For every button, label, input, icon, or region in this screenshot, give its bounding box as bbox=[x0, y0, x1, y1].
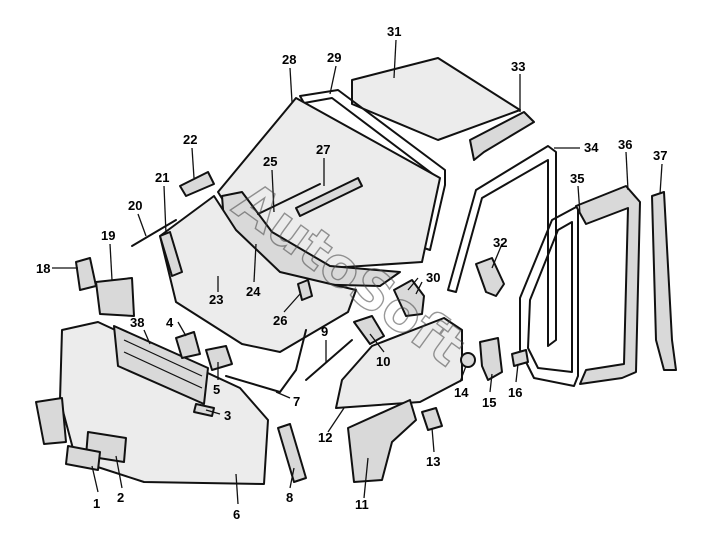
windshield-seal bbox=[299, 89, 446, 251]
fog-lamp-bracket bbox=[35, 397, 67, 445]
callout-8: 8 bbox=[286, 490, 293, 505]
hood bbox=[159, 195, 357, 353]
callout-labels: 1 2 3 4 5 6 7 8 9 10 11 12 13 14 15 16 1… bbox=[36, 24, 667, 522]
callout-5: 5 bbox=[213, 382, 220, 397]
washer-nozzle-bracket bbox=[179, 171, 215, 197]
callout-27: 27 bbox=[316, 142, 330, 157]
radiator-grille bbox=[113, 325, 209, 405]
callout-23: 23 bbox=[209, 292, 223, 307]
callout-3: 3 bbox=[224, 408, 231, 423]
pillar-trim bbox=[475, 257, 505, 297]
callout-37: 37 bbox=[653, 148, 667, 163]
callout-13: 13 bbox=[426, 454, 440, 469]
callout-1: 1 bbox=[93, 496, 100, 511]
callout-4: 4 bbox=[166, 315, 174, 330]
callout-19: 19 bbox=[101, 228, 115, 243]
callout-16: 16 bbox=[508, 385, 522, 400]
callout-20: 20 bbox=[128, 198, 142, 213]
hood-prop-rod bbox=[305, 339, 353, 381]
callout-9: 9 bbox=[321, 324, 328, 339]
hood-stay bbox=[131, 219, 177, 247]
callout-32: 32 bbox=[493, 235, 507, 250]
bumper-trim-strip bbox=[193, 403, 215, 417]
callout-22: 22 bbox=[183, 132, 197, 147]
callout-11: 11 bbox=[355, 497, 369, 512]
callout-14: 14 bbox=[454, 385, 469, 400]
retainer-clip bbox=[511, 349, 529, 367]
callout-26: 26 bbox=[273, 313, 287, 328]
callout-35: 35 bbox=[570, 171, 584, 186]
callout-15: 15 bbox=[482, 395, 496, 410]
hood-latch bbox=[175, 331, 201, 359]
wiper-blade bbox=[295, 177, 363, 217]
roof-rear-rail bbox=[469, 111, 535, 161]
callout-30: 30 bbox=[426, 270, 440, 285]
headlamp bbox=[95, 277, 135, 317]
callout-18: 18 bbox=[36, 261, 50, 276]
callout-24: 24 bbox=[246, 284, 261, 299]
wheel-arch-liner bbox=[347, 399, 417, 483]
callout-38: 38 bbox=[130, 315, 144, 330]
callout-12: 12 bbox=[318, 430, 332, 445]
callout-2: 2 bbox=[117, 490, 124, 505]
callout-6: 6 bbox=[233, 507, 240, 522]
fender-support bbox=[353, 315, 385, 345]
callout-34: 34 bbox=[584, 140, 599, 155]
hood-hinge bbox=[159, 231, 183, 277]
wiper-arm bbox=[257, 183, 321, 215]
fender-bracket bbox=[393, 279, 425, 317]
callout-33: 33 bbox=[511, 59, 525, 74]
hinge-bracket bbox=[479, 337, 503, 381]
headlamp-bracket bbox=[75, 257, 97, 291]
callout-28: 28 bbox=[282, 52, 296, 67]
latch-release bbox=[205, 345, 233, 371]
wiper-pivot bbox=[297, 279, 313, 301]
leader-lines bbox=[52, 39, 663, 505]
callout-10: 10 bbox=[376, 354, 390, 369]
callout-7: 7 bbox=[293, 394, 300, 409]
door-upper-seal bbox=[575, 185, 641, 385]
door-frame-seal bbox=[447, 145, 557, 347]
callout-31: 31 bbox=[387, 24, 401, 39]
hood-seal bbox=[225, 329, 307, 393]
b-pillar-seal bbox=[651, 191, 677, 371]
mud-flap-bracket bbox=[421, 407, 443, 431]
plate-bracket bbox=[65, 445, 101, 471]
bumper-mount-bracket bbox=[277, 423, 307, 483]
callout-29: 29 bbox=[327, 50, 341, 65]
callout-25: 25 bbox=[263, 154, 277, 169]
callout-21: 21 bbox=[155, 170, 169, 185]
callout-36: 36 bbox=[618, 137, 632, 152]
clip-grommet bbox=[460, 352, 476, 368]
